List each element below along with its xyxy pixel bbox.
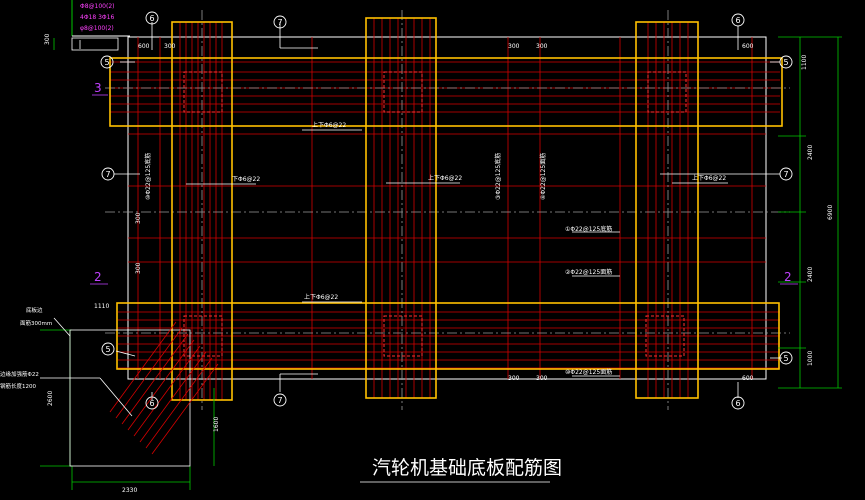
dim-300-top-mid2: 300 [536,43,548,50]
grid-num-bottom-left: 6 [149,399,154,408]
dim-2400-right-a: 2400 [807,145,814,160]
grid-num-right-low: 5 [783,354,788,363]
note-vertical-4: ④Φ22@125面筋 [539,153,547,200]
grid-mark-left-top [100,55,114,69]
legend-block: Φ8@100(2) 4Φ18 3Φ16 φ8@100(2) [71,0,130,51]
note-lower: 下Φ6@22 [232,176,260,183]
grid-num-top-right: 6 [735,16,740,25]
legend-line-2: 4Φ18 3Φ16 [80,14,114,21]
axis-labels: 3 2 2 [90,81,798,285]
grid-num-top-mid: 7 [277,18,282,27]
dim-1100-right: 1100 [801,55,808,70]
rebar-notes: 上下Φ6@22 下Φ6@22 上下Φ6@22 上下Φ6@22 上下Φ6@22 ⑩… [144,121,726,376]
dim-2330-detail: 2330 [122,487,137,494]
dim-300-top-left: 300 [44,33,51,45]
dim-6900-right: 6900 [827,205,834,220]
slab-outline [127,36,767,380]
dim-2600-detail: 2600 [47,391,54,406]
detail-note-d: 钢筋长度1200 [0,382,36,390]
grid-mark-bottom-right [731,396,745,410]
dimension-texts: 300 600 300 300 300 600 1100 2400 6900 2… [44,33,834,494]
note-upper-lower-1: 上下Φ6@22 [312,121,346,129]
grid-mark-left-low [101,342,115,356]
dim-1000-right: 1000 [807,351,814,366]
leader-lines [69,22,782,483]
grid-num-right-top: 5 [783,58,788,67]
dim-300-left-a: 300 [135,212,142,224]
dim-300-top-b: 300 [164,43,176,50]
axis-label-2-right: 2 [784,270,792,284]
grid-num-top-left: 6 [149,14,154,23]
note-vertical-3: ③Φ22@125底筋 [494,153,502,200]
edge-bars [109,321,219,455]
dim-1600-detail: 1600 [213,417,220,432]
legend-line-3: φ8@100(2) [80,25,114,32]
beam-top-horizontal [109,57,783,127]
axis-lines [105,10,790,410]
grid-num-bottom-mid: 7 [277,396,282,405]
grid-mark-numbers: 6 7 6 5 5 7 7 5 5 6 7 6 [104,14,788,408]
dim-600-top-left: 600 [138,43,150,50]
grid-num-left-low: 5 [105,345,110,354]
column-right [635,21,699,399]
note-center-1: ①Φ22@125底筋 [565,225,612,233]
grid-mark-bottom-left [145,396,159,410]
dim-600-top-right: 600 [742,43,754,50]
grid-num-bottom-right: 6 [735,399,740,408]
column-left [171,21,233,401]
detail-notes: 底板边 面筋300mm 边缘加强筋Φ22 钢筋长度1200 [0,306,52,390]
note-upper-lower-2: 上下Φ6@22 [428,174,462,182]
dim-300-left-b: 300 [135,262,142,274]
beam-bottom-horizontal [116,302,780,370]
column-mid [365,17,437,399]
drawing-title: 汽轮机基础底板配筋图 [372,457,562,479]
rebar-vertical [137,18,753,400]
grid-mark-right-mid [779,167,793,181]
detail-note-c: 边缘加强筋Φ22 [0,370,39,378]
grid-marks [100,11,793,410]
legend-line-1: Φ8@100(2) [80,3,115,10]
grid-mark-left-mid [101,167,115,181]
detail-pointers [40,317,133,417]
grid-mark-right-top [779,55,793,69]
grid-mark-top-right [731,13,745,27]
note-vertical-10: ⑩Φ22@125底筋 [144,153,152,200]
dim-300-bottom-a: 300 [508,375,520,382]
axis-label-2-left: 2 [94,270,102,284]
beams [109,17,783,401]
grid-mark-top-mid [273,15,287,29]
dim-300-bottom-b: 300 [536,375,548,382]
note-center-2: ②Φ22@125面筋 [565,268,612,276]
detail-note-a: 底板边 [26,306,43,314]
grid-num-left-mid: 7 [105,170,110,179]
grid-mark-right-low [779,351,793,365]
grid-mark-top-left [145,11,159,25]
grid-mark-bottom-mid [273,393,287,407]
note-upper-lower-4: 上下Φ6@22 [692,174,726,182]
dim-300-top-mid1: 300 [508,43,520,50]
note-upper-lower-3: 上下Φ6@22 [304,293,338,301]
detail-note-b: 面筋300mm [20,319,52,327]
note-center-10: ⑩Φ22@125面筋 [565,368,612,376]
grid-num-right-mid: 7 [783,170,788,179]
dim-1110-left: 1110 [94,303,109,310]
axis-label-3: 3 [94,81,102,95]
dimension-lines [40,36,842,490]
dim-600-bottom: 600 [742,375,754,382]
grid-num-left-top: 5 [104,58,109,67]
dim-2400-right-b: 2400 [807,267,814,282]
